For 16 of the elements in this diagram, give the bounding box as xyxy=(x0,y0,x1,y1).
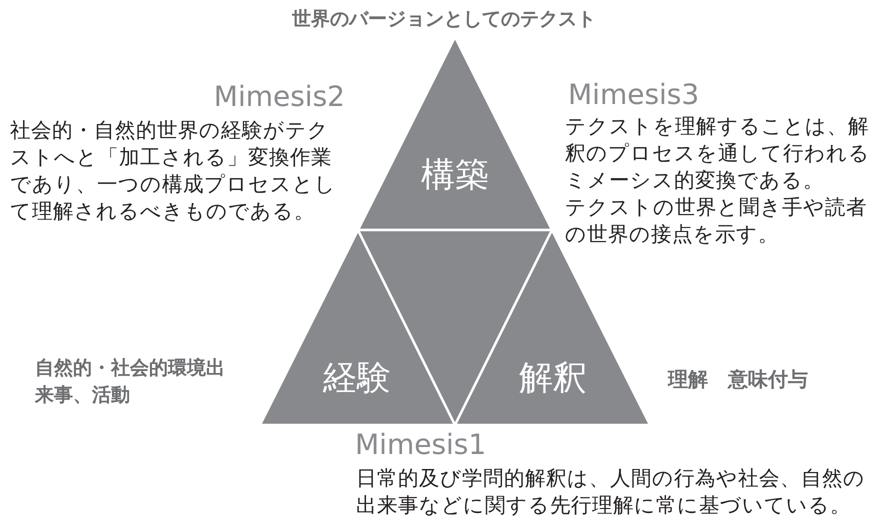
inverted-triangle xyxy=(358,230,552,425)
mimesis-heading: Mimesis3 xyxy=(568,78,700,111)
title: 世界のバージョンとしてのテクスト xyxy=(291,7,597,32)
mimesis-heading: Mimesis2 xyxy=(214,80,345,113)
side-note: 自然的・社会的環境出来事、活動 xyxy=(35,356,226,408)
description-text: 日常的及び学問的解釈は、人間の行為や社会、自然の出来事などに関する先行理解に常に基づいている。 xyxy=(356,465,866,519)
triangle-label: 構築 xyxy=(421,154,489,197)
side-note: 理解 意味付与 xyxy=(668,366,808,393)
description-text: 社会的・自然的世界の経験がテクストへと「加工される」変換作業であり、一つの構成プロセスとして理解されるべきものである。 xyxy=(10,117,337,225)
description-text: テクストの世界と聞き手や読者の世界の接点を示す。 xyxy=(565,194,868,248)
description-text: テクストを理解することは、解釈のプロセスを通して行われるミメーシス的変換である。 xyxy=(565,113,871,194)
triangle-label: 解釈 xyxy=(519,357,587,400)
left-triangle xyxy=(260,230,455,425)
top-triangle xyxy=(358,37,552,230)
triangle-label: 経験 xyxy=(323,357,391,400)
mimesis-heading: Mimesis1 xyxy=(355,428,486,461)
